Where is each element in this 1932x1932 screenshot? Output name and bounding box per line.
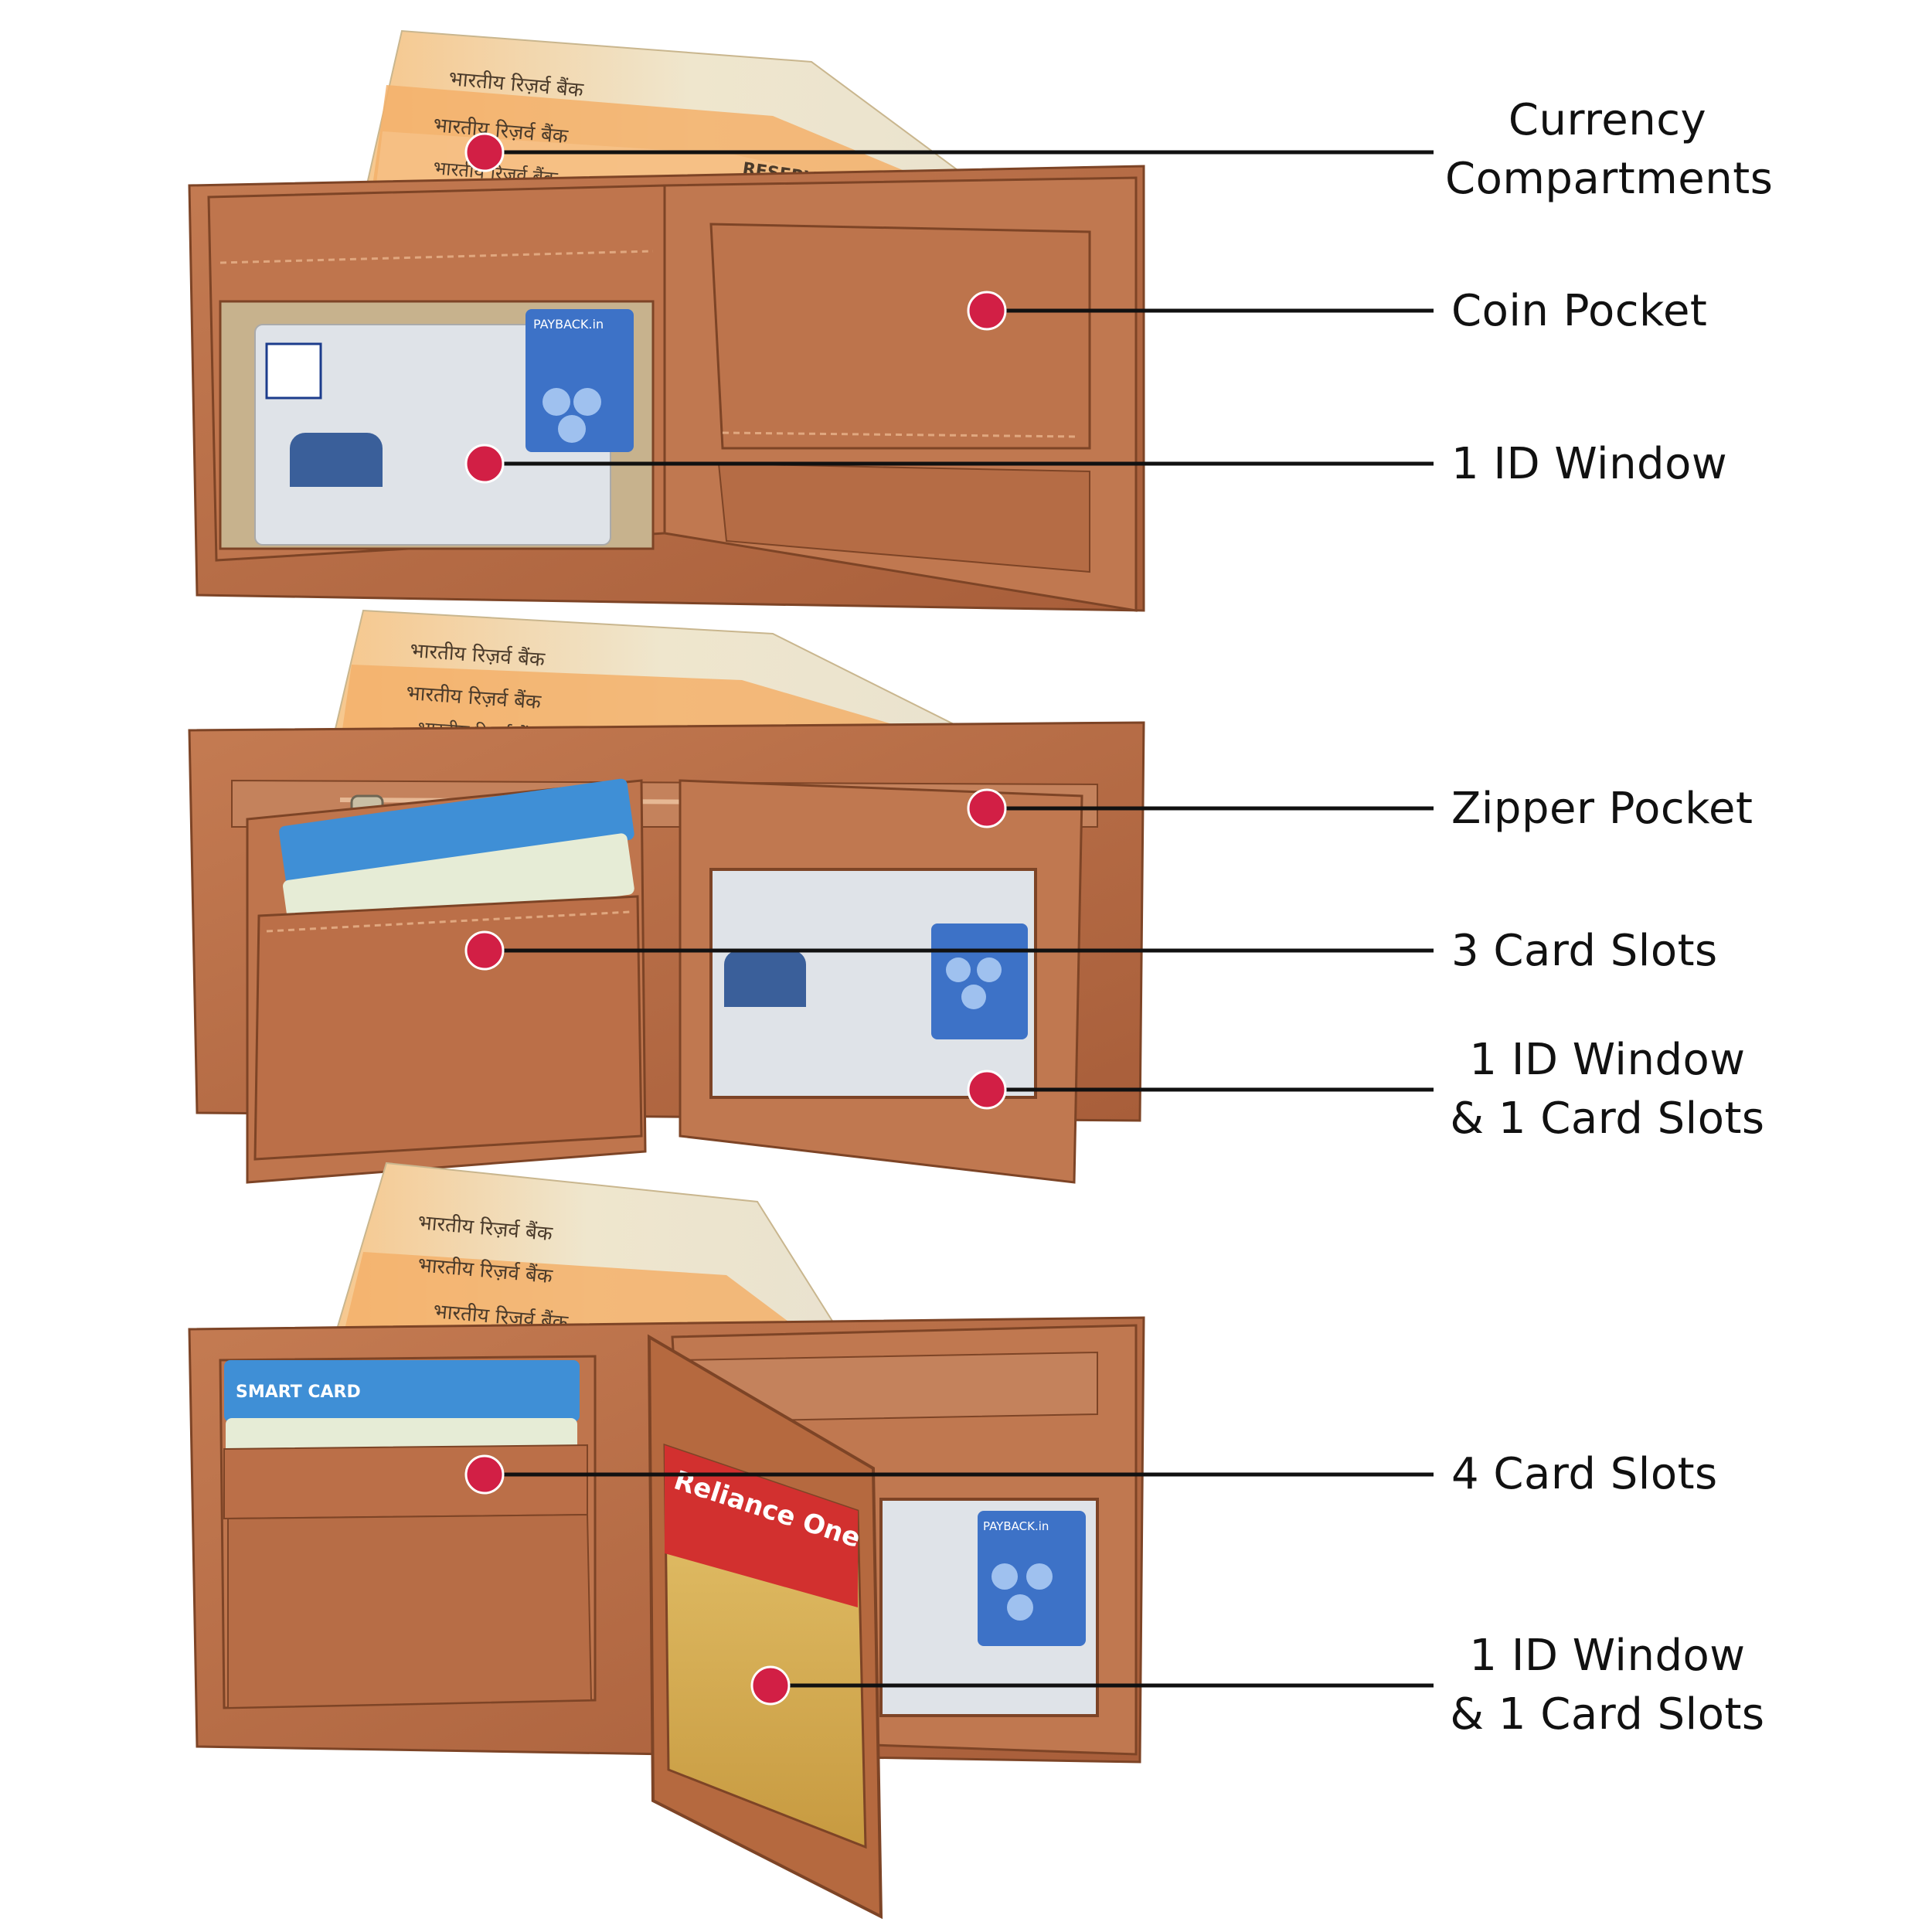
callout-dot-zipper (967, 788, 1007, 828)
callout-dot-card-slots-4 (464, 1454, 505, 1495)
callout-label-id-window-3: 1 ID Window & 1 Card Slots (1445, 1627, 1770, 1744)
callout-id-window-3-line-2: & 1 Card Slots (1450, 1689, 1765, 1740)
callout-dot-coin (967, 291, 1007, 331)
callout-id-window-2-line-1: 1 ID Window (1469, 1035, 1746, 1085)
callout-label-coin: Coin Pocket (1451, 282, 1707, 341)
callout-label-id-window-1: 1 ID Window (1451, 435, 1727, 494)
callout-label-zipper: Zipper Pocket (1451, 780, 1753, 838)
callout-card-slots-4-line-1: 4 Card Slots (1451, 1449, 1718, 1499)
smart-card-print-2: SMART CARD (236, 1383, 361, 1402)
callout-currency-line-2: Compartments (1445, 154, 1774, 204)
callout-dot-currency (464, 132, 505, 172)
callout-label-card-slots-4: 4 Card Slots (1451, 1445, 1718, 1504)
callout-label-id-window-2: 1 ID Window & 1 Card Slots (1445, 1031, 1770, 1148)
callout-label-currency: Currency Compartments (1445, 91, 1774, 209)
callout-id-window-2-line-2: & 1 Card Slots (1450, 1094, 1765, 1144)
smart-card-icon (279, 778, 634, 888)
callout-dot-id-window-3 (750, 1665, 791, 1706)
wallet-middle-image: भारतीय रिज़र्व बैंक भारतीय रिज़र्व बैंक … (188, 609, 1145, 1184)
smart-card-icon-2 (224, 1360, 580, 1422)
callout-id-window-3-line-1: 1 ID Window (1469, 1631, 1746, 1681)
coin-pocket-flap-icon (709, 223, 1091, 450)
wallet-bottom-image: भारतीय रिज़र्व बैंक भारतीय रिज़र्व बैंक … (188, 1162, 1145, 1920)
callout-dot-card-slots-3 (464, 930, 505, 971)
callout-card-slots-3-line-1: 3 Card Slots (1451, 926, 1718, 976)
callout-id-window-1-line-1: 1 ID Window (1451, 439, 1728, 489)
callout-label-card-slots-3: 3 Card Slots (1451, 922, 1718, 981)
callout-dot-id-window-1 (464, 444, 505, 484)
payback-print-2: PAYBACK.in (983, 1519, 1049, 1533)
callout-dot-id-window-2 (967, 1070, 1007, 1110)
callout-coin-line-1: Coin Pocket (1451, 286, 1708, 336)
payback-print: PAYBACK.in (533, 317, 604, 332)
wallet-top-image: भारतीय रिज़र्व बैंक भारतीय रिज़र्व बैंक … (188, 29, 1145, 612)
callout-zipper-line-1: Zipper Pocket (1451, 784, 1753, 834)
callout-currency-line-1: Currency (1508, 95, 1707, 145)
